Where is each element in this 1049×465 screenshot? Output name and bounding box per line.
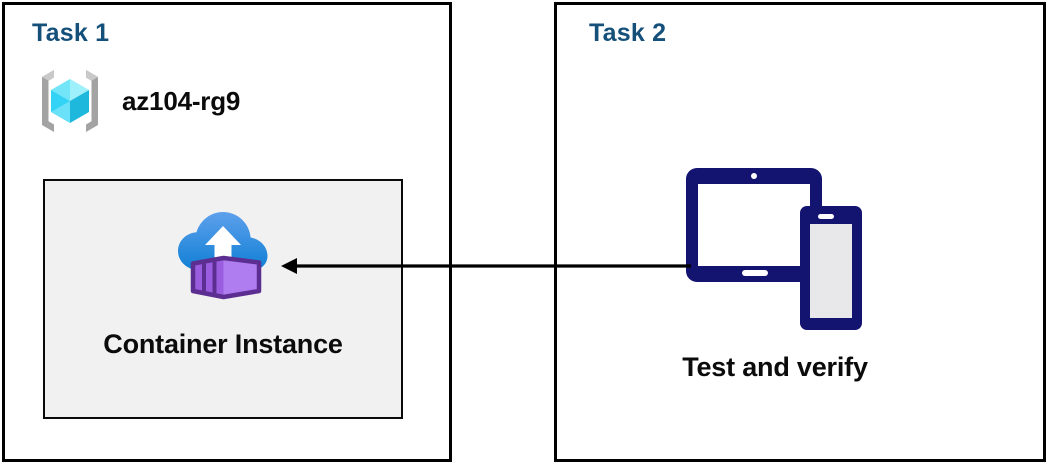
panel-title-task-2: Task 2 xyxy=(589,19,667,47)
resource-group-row: az104-rg9 xyxy=(32,63,240,139)
resource-group-label: az104-rg9 xyxy=(122,85,241,116)
container-instance-icon xyxy=(178,212,268,300)
container-instance-label: Container Instance xyxy=(103,329,343,359)
resource-group-icon xyxy=(42,70,98,132)
panel-task-1: Task 1 az104-rg9 xyxy=(2,2,452,462)
container-instance-card: Container Instance xyxy=(43,179,403,419)
panel-title-task-1: Task 1 xyxy=(32,19,110,47)
test-and-verify-label: Test and verify xyxy=(682,352,868,382)
tablet-and-phone-icon xyxy=(686,168,862,330)
